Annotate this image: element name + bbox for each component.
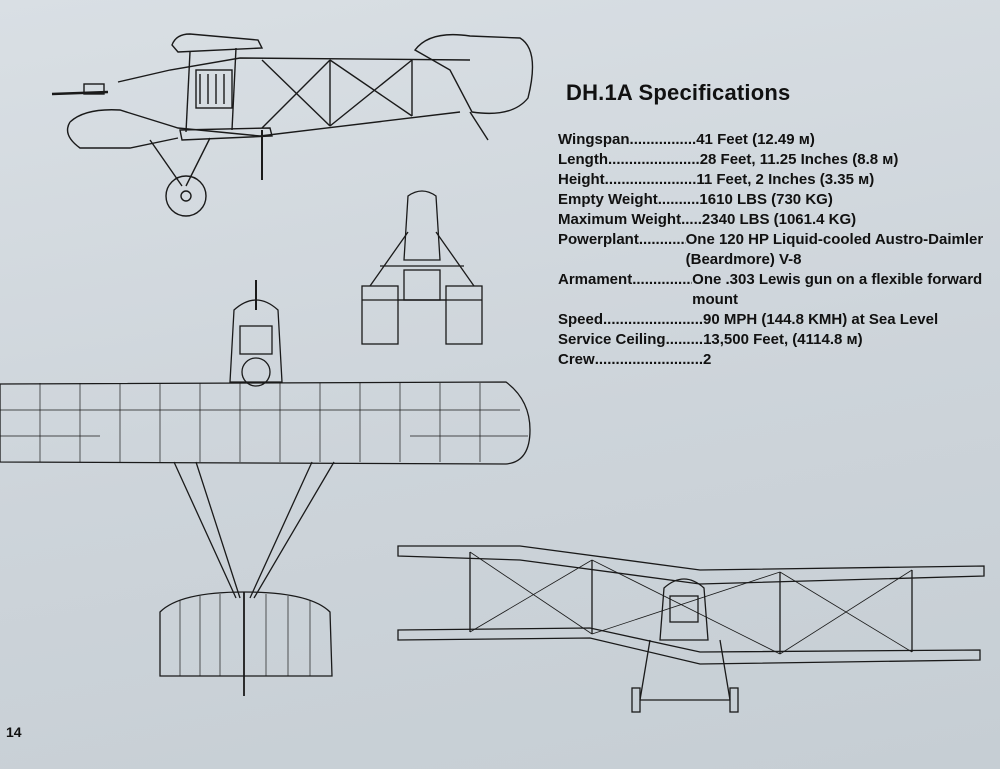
- spec-label: Empty Weight: [558, 191, 658, 208]
- spec-value: 2340 LBS (1061.4 KG): [701, 211, 857, 228]
- spec-row: Speed........................90 MPH (144…: [558, 310, 998, 330]
- spec-label: Powerplant: [558, 231, 639, 248]
- spec-label: Maximum Weight: [558, 211, 682, 228]
- spec-value: 1610 LBS (730 KG): [699, 191, 833, 208]
- spec-row: Crew..........................2: [558, 350, 998, 370]
- spec-leader-dots: ..........: [657, 191, 700, 208]
- spec-leader-dots: ................: [632, 271, 692, 288]
- spec-row: Wingspan................41 Feet (12.49 м…: [558, 130, 998, 150]
- spec-value: 41 Feet (12.49 м): [696, 131, 815, 148]
- specifications-block: DH.1A Specifications Wingspan...........…: [558, 80, 998, 370]
- spec-row: Height......................11 Feet, 2 I…: [558, 170, 998, 190]
- specifications-list: Wingspan................41 Feet (12.49 м…: [558, 130, 998, 370]
- specifications-title: DH.1A Specifications: [566, 80, 791, 105]
- spec-leader-dots: ...............: [638, 231, 686, 248]
- spec-label: Length: [558, 151, 608, 168]
- spec-value: 13,500 Feet, (4114.8 м): [703, 331, 863, 348]
- spec-value: 11 Feet, 2 Inches (3.35 м): [696, 171, 875, 188]
- spec-row: Service Ceiling.........13,500 Feet, (41…: [558, 330, 998, 350]
- spec-value: 2: [703, 351, 712, 368]
- spec-value: 90 MPH (144.8 KMH) at Sea Level: [703, 311, 939, 328]
- spec-label: Armament: [558, 271, 633, 288]
- spec-leader-dots: ......................: [604, 171, 697, 188]
- spec-leader-dots: ..........................: [594, 351, 704, 368]
- spec-label: Speed: [558, 311, 604, 328]
- spec-row: Empty Weight..........1610 LBS (730 KG): [558, 190, 998, 210]
- spec-label: Crew: [558, 351, 595, 368]
- spec-row: Maximum Weight.....2340 LBS (1061.4 KG): [558, 210, 998, 230]
- spec-leader-dots: ................: [629, 131, 697, 148]
- spec-leader-dots: .........: [665, 331, 704, 348]
- spec-value: One .303 Lewis gun on a flexible forward…: [692, 271, 983, 308]
- page-number: 14: [6, 724, 22, 740]
- spec-row: Powerplant...............One 120 HP Liqu…: [558, 230, 998, 270]
- spec-leader-dots: .....: [681, 211, 702, 228]
- spec-row: Length......................28 Feet, 11.…: [558, 150, 998, 170]
- spec-value: One 120 HP Liquid-cooled Austro-Daimler …: [685, 231, 984, 268]
- spec-leader-dots: ......................: [608, 151, 700, 168]
- spec-label: Height: [558, 171, 605, 188]
- spec-label: Service Ceiling: [558, 331, 666, 348]
- spec-leader-dots: ........................: [603, 311, 704, 328]
- spec-label: Wingspan: [558, 131, 630, 148]
- spec-value: 28 Feet, 11.25 Inches (8.8 м): [699, 151, 899, 168]
- spec-row: Armament................One .303 Lewis g…: [558, 270, 998, 310]
